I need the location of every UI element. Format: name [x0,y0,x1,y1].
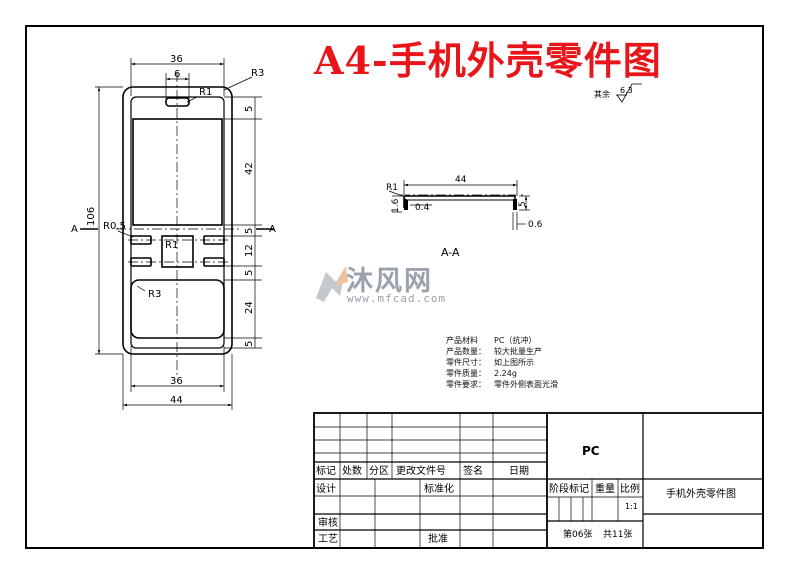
note-quantity: 产品数量：较大批量生产 [446,347,542,356]
section-dim-radius: R1 [386,183,398,193]
note-mass: 零件质量：2.24g [446,369,517,378]
roughness-prefix: 其余 [594,89,610,99]
right-dim-2: 42 [244,162,255,175]
right-dim-5: 5 [244,270,255,276]
hdr-change-doc: 更改文件号 [396,464,446,477]
review-label: 审核 [318,516,338,529]
right-dim-4: 12 [244,244,255,257]
scale-value: 1:1 [625,502,638,511]
dim-slot: 6 [174,69,180,80]
dim-height: 106 [86,207,97,226]
right-dim-7: 5 [244,341,255,347]
dim-bottom-inner: 36 [170,376,183,387]
design-label: 设计 [316,482,336,495]
section-dim-width: 44 [455,175,467,185]
watermark-brand: 沐风网 [346,266,433,297]
hdr-zone: 分区 [369,465,389,477]
title-block [313,412,764,549]
section-dim-thickness: 0.4 [415,203,430,213]
ear-slot [165,97,190,107]
section-label: A-A [441,246,460,259]
right-dim-3: 5 [244,228,255,234]
right-dim-6: 24 [244,301,255,314]
section-dim-height-left: 1.6 [391,198,401,213]
front-dimensions [80,58,274,410]
front-view-labels: 36 6 R3 R1 106 R0.5 R1 R3 36 44 A A 5 42… [71,54,276,406]
weight-label: 重量 [595,482,615,495]
front-view [122,86,233,355]
section-dim-offset: 0.6 [528,220,543,230]
process-label: 工艺 [318,533,338,545]
section-mark-left: A [71,224,78,235]
section-profile [403,195,516,208]
watermark-logo-icon [316,266,348,302]
roughness-symbol [616,83,642,103]
section-view-labels: A-A 44 R1 1.6 0.4 5 0.6 其余 6.3 [386,86,633,259]
dim-key-radius: R0.5 [103,221,126,232]
drawing-title: A4-手机外壳零件图 [314,38,662,83]
screen-window [132,118,223,226]
dim-lower-radius: R3 [148,289,161,300]
material-cell: PC [582,444,600,458]
hdr-sign: 签名 [463,464,483,477]
hdr-mark: 标记 [316,465,336,477]
section-view [388,180,530,230]
stage-mark-label: 阶段标记 [549,482,589,495]
dim-slot-radius: R1 [199,87,212,98]
sheet-number: 第06张 [563,528,592,540]
note-requirement: 零件要求：零件外侧表面光滑 [446,380,558,389]
watermark-url: www.mfcad.com [347,292,447,305]
standardize-label: 标准化 [424,482,454,495]
right-dim-1: 5 [244,106,255,112]
lower-pad [130,279,225,339]
hdr-date: 日期 [509,465,529,477]
inner-shell [130,96,225,349]
part-name: 手机外壳零件图 [666,487,736,500]
roughness-value: 6.3 [620,86,633,95]
outer-shell [122,86,233,355]
note-size: 零件尺寸：如上图所示 [446,358,534,367]
sheet-total: 共11张 [603,529,632,540]
centerlines [116,72,525,376]
scale-label: 比例 [620,482,640,495]
hdr-count: 处数 [342,464,362,477]
section-dim-height-right: 5 [518,201,528,207]
approve-label: 批准 [428,532,448,545]
section-mark-right: A [269,224,276,235]
dim-corner-radius: R3 [251,68,264,79]
dim-bottom-outer: 44 [170,395,183,406]
dim-top-width: 36 [170,54,183,65]
title-block-text: PC 标记 处数 分区 更改文件号 签名 日期 设计 标准化 阶段标记 重量 比… [316,444,736,545]
dim-center-radius: R1 [165,240,178,251]
center-key [161,235,194,268]
